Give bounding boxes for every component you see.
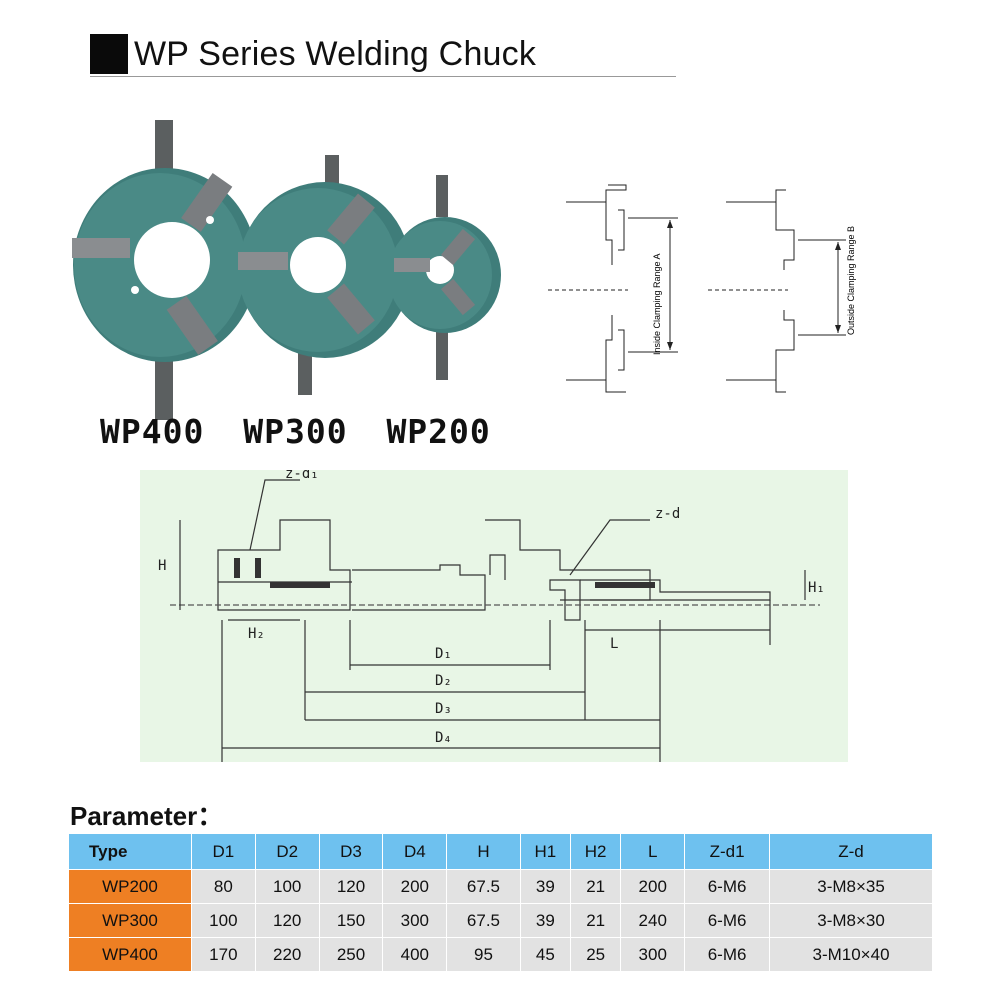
table-cell: 6-M6 [684,937,771,972]
label-h: H [158,558,166,574]
table-cell: 150 [318,903,384,938]
table-cell: 6-M6 [684,869,771,904]
table-cell: 100 [254,869,320,904]
col-d2: D2 [254,833,320,870]
table-cell: 300 [382,903,448,938]
table-cell: 80 [190,869,256,904]
table-cell: 400 [382,937,448,972]
label-zd1: z-d₁ [285,470,319,482]
cell-type: WP300 [68,903,192,938]
col-d4: D4 [382,833,448,870]
title-bar: WP Series Welding Chuck [90,34,676,77]
chuck-photo [72,120,501,420]
cell-type: WP400 [68,937,192,972]
table-header-row: Type D1 D2 D3 D4 H H1 H2 L Z-d1 Z-d [68,833,933,870]
label-h2: H₂ [248,626,265,642]
cell-type: WP200 [68,869,192,904]
table-cell: 39 [519,903,572,938]
table-cell: 21 [569,869,622,904]
page-title: WP Series Welding Chuck [134,35,537,73]
col-zd: Z-d [769,833,933,870]
table-cell: 120 [318,869,384,904]
table-cell: 45 [519,937,572,972]
label-d3: D₃ [435,701,452,717]
label-l: L [610,636,618,652]
table-cell: 300 [620,937,686,972]
table-cell: 100 [190,903,256,938]
table-cell: 200 [620,869,686,904]
table-cell: 21 [569,903,622,938]
col-h: H [446,833,521,870]
col-h2: H2 [569,833,622,870]
table-cell: 67.5 [446,903,521,938]
label-d2: D₂ [435,673,452,689]
clamping-range-diagrams: Inside Clamping Range A Outside Clamping… [548,184,856,393]
inside-clamping-label: Inside Clamping Range A [652,253,662,355]
model-labels: WP400 WP300 WP200 [100,412,509,451]
chuck-wp400 [72,120,257,420]
table-cell: 3-M8×35 [769,869,933,904]
label-d4: D₄ [435,730,452,746]
table-cell: 120 [254,903,320,938]
label-d1: D₁ [435,646,452,662]
table-cell: 39 [519,869,572,904]
table-cell: 6-M6 [684,903,771,938]
model-label-wp300: WP300 [243,412,348,451]
col-type: Type [68,833,192,870]
table-cell: 200 [382,869,448,904]
model-label-wp400: WP400 [100,412,205,451]
table-cell: 170 [190,937,256,972]
table-row: WP400 170 220 250 400 95 45 25 300 6-M6 … [68,937,933,972]
table-cell: 95 [446,937,521,972]
table-cell: 25 [569,937,622,972]
label-h1: H₁ [808,580,825,596]
table-cell: 240 [620,903,686,938]
parameter-heading: Parameter： [70,801,224,831]
col-h1: H1 [519,833,572,870]
table-cell: 220 [254,937,320,972]
table-row: WP200 80 100 120 200 67.5 39 21 200 6-M6… [68,869,933,904]
section-drawing: z-d₁ z-d H H₁ H₂ L D₁ D₂ D₃ D₄ [140,470,848,762]
chuck-wp200 [388,175,501,380]
table-cell: 3-M8×30 [769,903,933,938]
col-l: L [620,833,686,870]
parameter-table: Type D1 D2 D3 D4 H H1 H2 L Z-d1 Z-d WP20… [68,833,933,972]
chuck-wp300 [238,155,411,395]
outside-clamping-label: Outside Clamping Range B [846,226,856,335]
table-cell: 67.5 [446,869,521,904]
col-d3: D3 [318,833,384,870]
table-row: WP300 100 120 150 300 67.5 39 21 240 6-M… [68,903,933,938]
label-zd: z-d [655,506,680,522]
col-zd1: Z-d1 [684,833,771,870]
table-cell: 250 [318,937,384,972]
col-d1: D1 [190,833,256,870]
table-cell: 3-M10×40 [769,937,933,972]
model-label-wp200: WP200 [386,412,491,451]
title-marker [90,34,128,74]
